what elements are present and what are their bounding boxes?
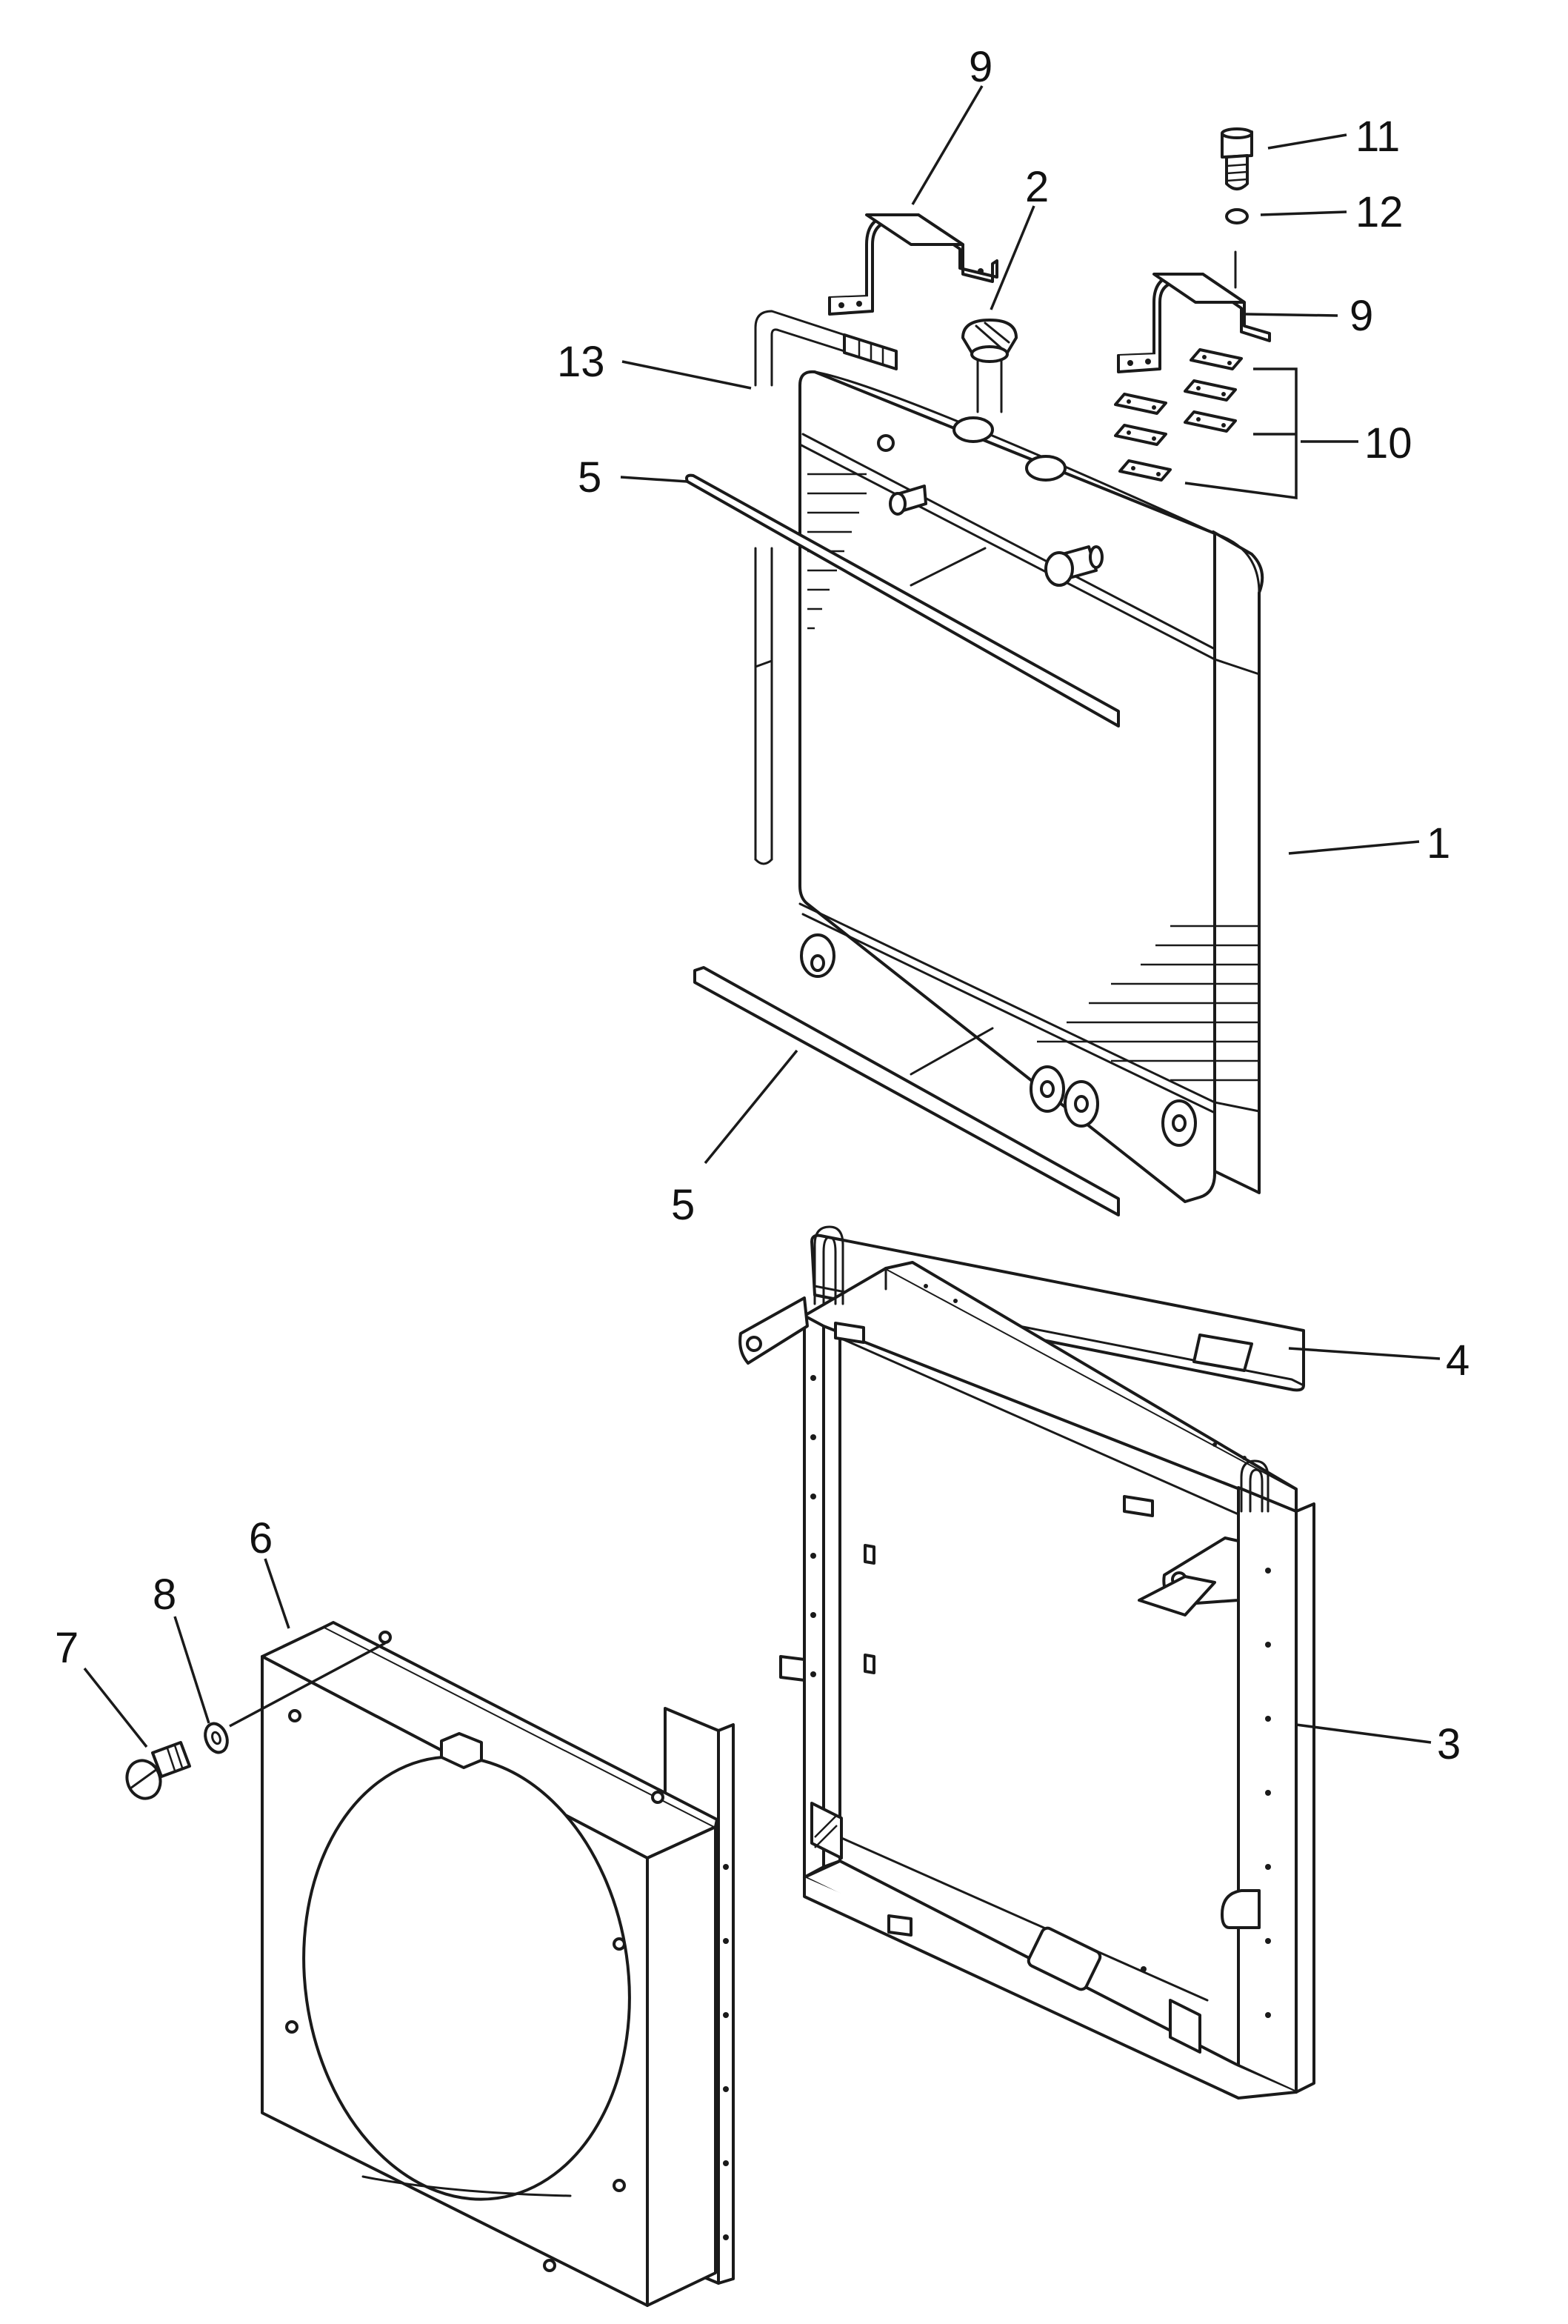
callout-7: 7 [55, 1624, 79, 1672]
callout-8: 8 [153, 1571, 176, 1619]
callout-11: 11 [1355, 113, 1400, 161]
leader-6 [264, 1558, 290, 1629]
radiator-guard-frame [738, 1225, 1315, 2100]
leader-10-fan [1184, 367, 1298, 499]
leader-11 [1267, 133, 1347, 150]
callout-4: 4 [1446, 1336, 1469, 1385]
leader-5a [620, 476, 688, 483]
callout-13: 13 [557, 338, 605, 386]
callout-6: 6 [249, 1514, 273, 1562]
shims [1114, 348, 1243, 482]
leader-7 [83, 1667, 148, 1748]
callout-9a: 9 [969, 43, 992, 91]
leader-2 [990, 205, 1035, 310]
leader-9b [1245, 313, 1338, 317]
upper-seal-strip [685, 473, 1120, 728]
radiator-cap [961, 319, 1018, 413]
bolt [125, 1741, 191, 1800]
leader-8b [229, 1642, 386, 1728]
leader-13 [621, 360, 752, 390]
leader-5b [704, 1049, 798, 1165]
top-bolt [1221, 127, 1253, 190]
right-bracket [1117, 273, 1271, 373]
callout-1: 1 [1427, 819, 1450, 868]
overflow-tube [754, 310, 898, 865]
callout-labels: 1 2 3 4 5 5 6 7 8 9 9 10 11 12 13 [55, 43, 1469, 1768]
callout-2: 2 [1025, 163, 1049, 211]
lock-washer [1225, 208, 1249, 289]
washer [204, 1722, 229, 1754]
callout-5a: 5 [578, 453, 601, 502]
leader-8 [173, 1616, 210, 1724]
left-bracket [828, 213, 998, 316]
lower-seal-strip [693, 966, 1120, 1216]
callout-12: 12 [1355, 188, 1404, 236]
leader-4 [1288, 1347, 1441, 1360]
callout-9b: 9 [1350, 292, 1373, 340]
callout-3: 3 [1437, 1720, 1461, 1768]
callout-10: 10 [1364, 419, 1412, 467]
leader-3 [1295, 1723, 1432, 1744]
leader-lines [83, 85, 1441, 1748]
leader-12 [1260, 210, 1347, 216]
fan-shroud [261, 1621, 735, 2307]
leader-9a [911, 85, 984, 205]
leader-1 [1288, 840, 1420, 855]
radiator [798, 370, 1264, 1203]
callout-5b: 5 [671, 1181, 695, 1229]
